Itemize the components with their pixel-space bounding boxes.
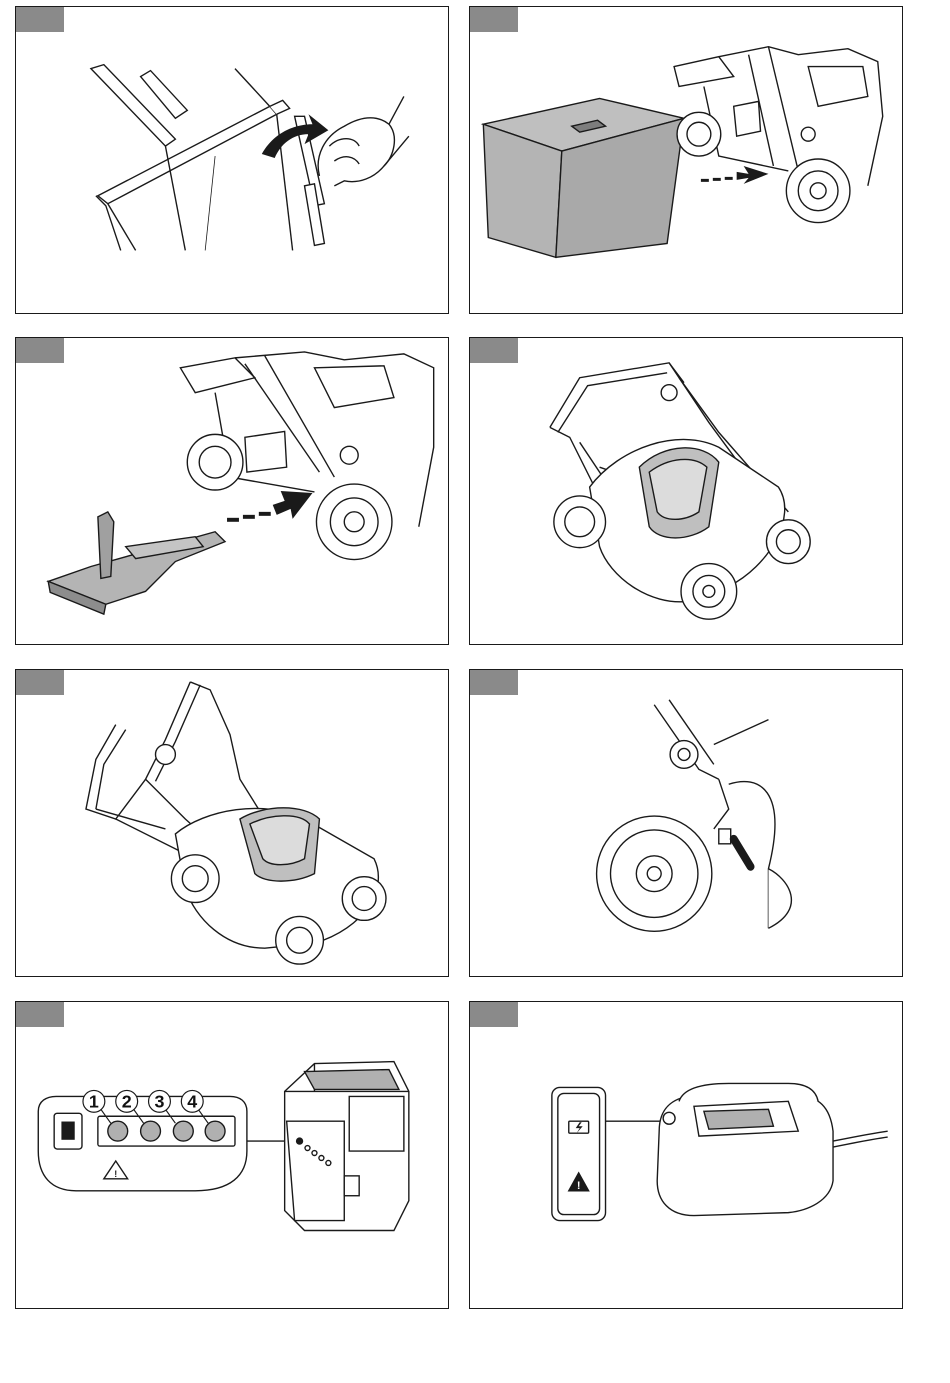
panel-4 xyxy=(469,337,903,645)
panel-2 xyxy=(469,6,903,314)
battery-charger-illustration: ! xyxy=(470,1002,902,1308)
grass-bag-attach-illustration xyxy=(470,7,902,313)
panel-6 xyxy=(469,669,903,977)
indicator-label-3: 3 xyxy=(154,1091,164,1111)
handle-fold-illustration xyxy=(16,7,448,313)
battery-indicator-illustration: ! 1 2 3 4 xyxy=(16,1002,448,1308)
panel-1 xyxy=(15,6,449,314)
battery-pack xyxy=(285,1062,409,1231)
panel-8: ! xyxy=(469,1001,903,1309)
mulch-plug-insert-illustration xyxy=(16,338,448,644)
panel-5 xyxy=(15,669,449,977)
svg-text:!: ! xyxy=(577,1180,581,1192)
panel-7: ! 1 2 3 4 xyxy=(15,1001,449,1309)
indicator-label-4: 4 xyxy=(187,1091,197,1111)
indicator-label-2: 2 xyxy=(122,1091,132,1111)
svg-text:!: ! xyxy=(114,1169,117,1179)
panel-3 xyxy=(15,337,449,645)
wheel-height-adjust-illustration xyxy=(470,670,902,976)
mower-folded-illustration xyxy=(470,338,902,644)
mower-handle-unfold-illustration xyxy=(16,670,448,976)
indicator-label-1: 1 xyxy=(89,1091,99,1111)
